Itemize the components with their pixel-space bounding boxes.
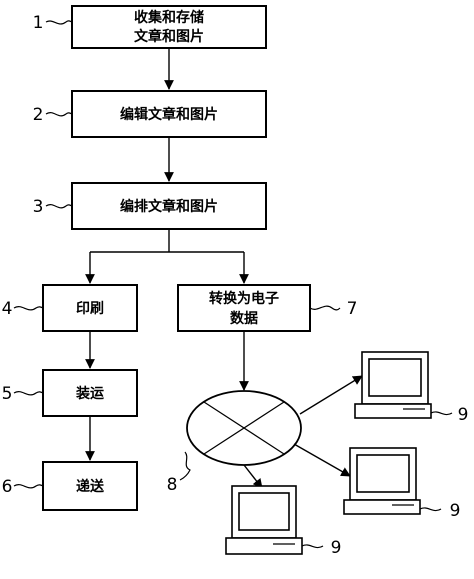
step-5-label: 装运 — [75, 385, 104, 402]
step-3-box: 编排文章和图片 — [71, 182, 267, 230]
network-number: 8 — [167, 475, 178, 495]
step-5-box: 装运 — [42, 369, 138, 417]
network-leader — [179, 451, 191, 481]
desktop-computer-icon — [343, 447, 421, 515]
step-2-leader — [45, 112, 73, 117]
arrow-network-to-computer-3 — [243, 464, 263, 489]
step-2-label: 编辑文章和图片 — [120, 106, 218, 123]
computer-3-leader — [301, 544, 324, 549]
arrow-network-to-computer-2 — [293, 443, 351, 477]
step-1-label-line2: 文章和图片 — [134, 28, 204, 45]
step-2-box: 编辑文章和图片 — [71, 90, 267, 138]
computer-2-number: 9 — [450, 501, 461, 521]
step-7-label-line2: 数据 — [230, 310, 258, 327]
step-4-number: 4 — [2, 299, 13, 319]
computer-3-number: 9 — [331, 538, 342, 558]
step-7-number: 7 — [347, 299, 358, 319]
step-7-label-line1: 转换为电子 — [209, 290, 279, 307]
step-4-label: 印刷 — [76, 300, 104, 317]
arrow-network-to-computer-1 — [299, 375, 363, 415]
computer-1-number: 9 — [458, 405, 469, 425]
network-ellipse-icon — [186, 390, 302, 466]
step-6-leader — [13, 484, 44, 489]
step-3-number: 3 — [33, 197, 44, 217]
computer-1-leader — [430, 411, 453, 416]
step-5-leader — [13, 391, 44, 396]
step-7-box: 转换为电子 数据 — [177, 284, 311, 332]
desktop-computer-icon — [225, 485, 303, 555]
desktop-computer-icon — [354, 351, 432, 419]
step-1-leader — [45, 20, 73, 25]
step-4-box: 印刷 — [42, 284, 138, 332]
step-6-number: 6 — [2, 477, 13, 497]
step-1-box: 收集和存储 文章和图片 — [71, 5, 267, 49]
step-6-label: 递送 — [76, 478, 105, 495]
step-1-label-line1: 收集和存储 — [134, 9, 204, 26]
step-5-number: 5 — [2, 384, 13, 404]
step-2-number: 2 — [33, 105, 44, 125]
step-3-leader — [45, 204, 73, 209]
step-3-label: 编排文章和图片 — [120, 198, 218, 215]
step-7-leader — [309, 305, 341, 311]
step-6-box: 递送 — [42, 461, 138, 511]
step-4-leader — [13, 306, 44, 311]
step-1-number: 1 — [33, 13, 44, 33]
computer-2-leader — [419, 507, 442, 512]
